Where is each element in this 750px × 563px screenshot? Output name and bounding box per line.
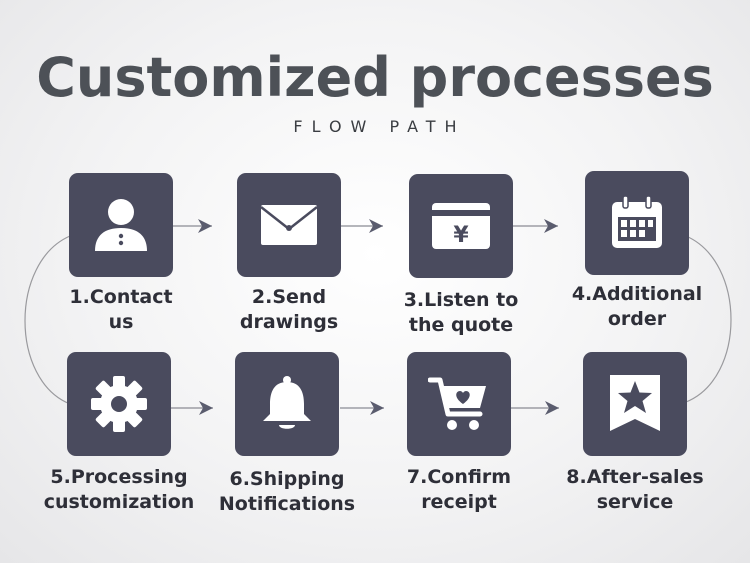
step-7-label: 7.Confirm receipt — [374, 465, 544, 515]
calendar-icon — [612, 195, 662, 248]
step-1-box — [69, 173, 173, 277]
step-4-label-line1: 4.Additional — [571, 283, 703, 305]
connector-3-4 — [513, 219, 558, 233]
step-3-label-line1: 3.Listen to — [403, 289, 519, 311]
step-7-label-line1: 7.Confirm — [406, 466, 512, 488]
step-6-label-line2: Notifications — [218, 493, 356, 515]
step-1-label-line2: us — [108, 311, 134, 333]
star-bookmark-icon — [610, 375, 660, 431]
step-6-box — [235, 352, 339, 456]
step-3-box: ¥ — [409, 174, 513, 278]
step-5-label: 5.Processing customization — [34, 465, 204, 515]
bell-icon — [263, 376, 311, 429]
step-2-box — [237, 173, 341, 277]
left-loop-line — [24, 235, 71, 405]
page-title: Customized processes — [36, 46, 714, 109]
step-4-box — [585, 171, 689, 275]
step-5-label-line1: 5.Processing — [50, 466, 188, 488]
step-4-label-line2: order — [607, 308, 667, 330]
connector-2-3 — [341, 219, 383, 233]
step-2-label-line2: drawings — [239, 311, 339, 333]
step-7-label-line2: receipt — [421, 491, 497, 513]
step-5-box — [67, 352, 171, 456]
step-5-label-line2: customization — [43, 491, 195, 513]
step-6-label: 6.Shipping Notifications — [202, 467, 372, 517]
envelope-icon — [260, 205, 318, 245]
yen-card-icon: ¥ — [432, 203, 490, 249]
step-8-label-line1: 8.After-sales — [566, 466, 704, 488]
connector-5-6 — [170, 401, 213, 415]
page-subtitle: FLOW PATH — [293, 117, 466, 136]
cart-icon — [428, 377, 486, 430]
step-2-label: 2.Send drawings — [204, 285, 374, 335]
svg-text:¥: ¥ — [453, 223, 469, 248]
connector-7-8 — [511, 401, 559, 415]
step-8-box — [583, 352, 687, 456]
gear-icon — [91, 376, 147, 432]
step-1-label-line1: 1.Contact — [69, 286, 173, 308]
user-icon — [95, 199, 147, 251]
step-3-label-line2: the quote — [408, 314, 514, 336]
step-4-label: 4.Additional order — [552, 282, 722, 332]
right-loop-line — [685, 235, 732, 403]
step-7-box — [407, 352, 511, 456]
step-8-label-line2: service — [596, 491, 674, 513]
connector-6-7 — [340, 401, 384, 415]
step-8-label: 8.After-sales service — [550, 465, 720, 515]
step-1-label: 1.Contact us — [36, 285, 206, 335]
step-3-label: 3.Listen to the quote — [376, 288, 546, 338]
connector-1-2 — [173, 219, 212, 233]
step-2-label-line1: 2.Send — [251, 286, 327, 308]
step-6-label-line1: 6.Shipping — [229, 468, 345, 490]
